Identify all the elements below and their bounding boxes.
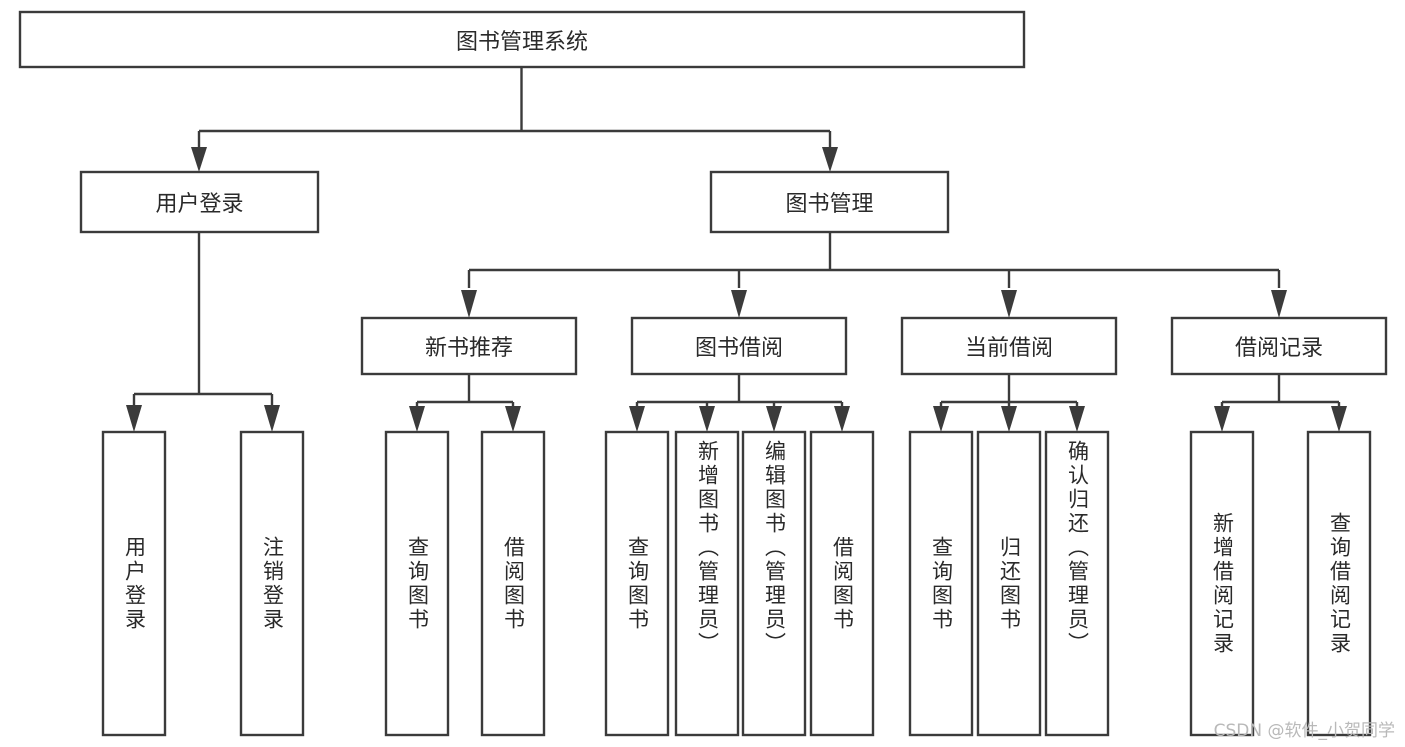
node-leaf-current-return-book[interactable] xyxy=(976,430,1042,737)
node-user-login[interactable] xyxy=(79,170,320,234)
connector-record-to-leaves xyxy=(1214,374,1347,432)
connector-root-to-level2 xyxy=(191,67,838,172)
node-book-management[interactable] xyxy=(709,170,950,234)
node-new-book-recommend[interactable] xyxy=(360,316,578,376)
node-current-borrow[interactable] xyxy=(900,316,1118,376)
node-leaf-borrow-add-book[interactable] xyxy=(674,430,740,737)
node-root[interactable] xyxy=(18,10,1026,69)
connector-newbook-to-leaves xyxy=(409,374,521,432)
node-leaf-new-query-book[interactable] xyxy=(384,430,450,737)
node-leaf-borrow-do-borrow[interactable] xyxy=(809,430,875,737)
node-leaf-current-query-book[interactable] xyxy=(908,430,974,737)
connector-current-to-leaves xyxy=(933,374,1085,432)
node-book-borrow[interactable] xyxy=(630,316,848,376)
node-borrow-record[interactable] xyxy=(1170,316,1388,376)
node-leaf-borrow-edit-book[interactable] xyxy=(741,430,807,737)
node-leaf-user-login[interactable] xyxy=(101,430,167,737)
node-leaf-user-logout[interactable] xyxy=(239,430,305,737)
node-leaf-record-query[interactable] xyxy=(1306,430,1372,737)
connector-user-to-leaves xyxy=(126,232,280,432)
connector-bookborrow-to-leaves xyxy=(629,374,850,432)
node-leaf-current-confirm-return[interactable] xyxy=(1044,430,1110,737)
connector-book-to-level3 xyxy=(461,232,1287,318)
node-leaf-new-borrow-book[interactable] xyxy=(480,430,546,737)
node-leaf-record-add[interactable] xyxy=(1189,430,1255,737)
node-leaf-borrow-query-book[interactable] xyxy=(604,430,670,737)
